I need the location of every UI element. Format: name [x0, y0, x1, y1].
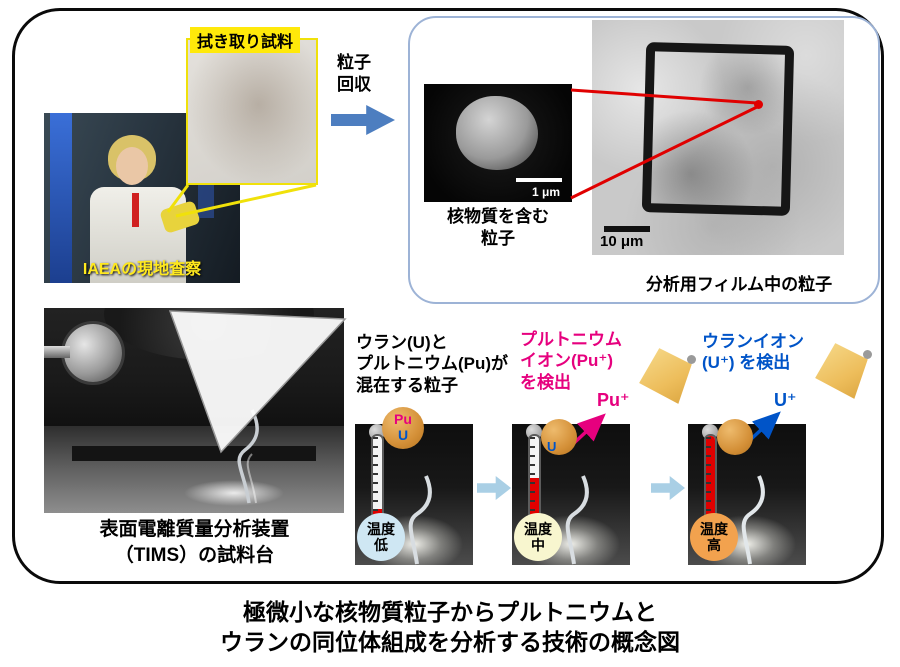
wipe-sample-label: 拭き取り試料 — [190, 27, 301, 53]
stage1-title: ウラン(U)と プルトニウム(Pu)が 混在する粒子 — [356, 333, 509, 395]
temp-badge-low: 温度 低 — [357, 513, 405, 561]
film-square-frame — [641, 42, 795, 216]
photo-blue-pillar — [50, 113, 72, 283]
sem-scale-label: 1 μm — [531, 185, 560, 199]
tims-knob — [64, 324, 122, 382]
tims-slot — [72, 446, 316, 461]
temp-badge-mid: 温度 中 — [514, 513, 562, 561]
wipe-sample-image — [186, 38, 318, 185]
film-scale-bar — [604, 226, 650, 232]
film-scale-label: 10 μm — [600, 233, 644, 250]
particle-sphere-bare — [717, 419, 753, 455]
tims-caption: 表面電離質量分析装置 （TIMS）の試料台 — [99, 519, 290, 566]
film-micrograph-image: 10 μm — [592, 20, 844, 255]
sem-particle-blob — [456, 96, 538, 170]
thermometer-ticks — [373, 437, 378, 511]
lamp-body — [815, 343, 868, 399]
temp-badge-high: 温度 高 — [690, 513, 738, 561]
thermometer-mercury — [373, 509, 382, 516]
film-caption: 分析用フィルム中の粒子 — [645, 275, 833, 294]
heating-lamp-icon — [814, 342, 872, 400]
particle-sphere-uranium: U — [541, 419, 577, 455]
sem-particle-image: 1 μm — [424, 84, 572, 202]
particle-sphere-mixed: Pu U — [382, 407, 424, 449]
tims-bright-spot — [184, 480, 284, 506]
iaea-photo-label: IAEAの現地査察 — [82, 261, 202, 278]
figure-caption: 極微小な核物質粒子からプルトニウムと ウランの同位体組成を分析する技術の概念図 — [220, 599, 680, 656]
particle-label-u: U — [397, 427, 409, 443]
ion-label-pu: Pu⁺ — [597, 390, 630, 410]
ion-label-u: U⁺ — [774, 390, 797, 410]
particle-label-u: U — [547, 439, 557, 454]
heating-lamp-icon — [638, 347, 696, 405]
outer-frame — [12, 8, 884, 584]
thermometer-ticks — [530, 437, 535, 511]
tims-sample-stage-photo — [44, 308, 344, 513]
stage3-title: ウランイオン (U⁺) を検出 — [702, 332, 804, 373]
sem-scale-bar — [516, 178, 562, 182]
inspector-lanyard — [132, 193, 139, 227]
thermometer-ticks — [706, 437, 711, 511]
lamp-nub — [687, 355, 696, 364]
inspector-face — [116, 147, 148, 185]
particle-recovery-label: 粒子 回収 — [337, 53, 371, 95]
lamp-body — [639, 348, 692, 404]
particle-label-pu: Pu — [394, 411, 412, 428]
stage2-title: プルトニウム イオン(Pu⁺) を検出 — [520, 330, 622, 392]
lamp-nub — [863, 350, 872, 359]
tims-cylinder — [104, 308, 314, 360]
film-particle-red-dot — [754, 100, 763, 109]
sem-caption: 核物質を含む 粒子 — [447, 207, 549, 249]
tims-rod — [44, 346, 70, 358]
